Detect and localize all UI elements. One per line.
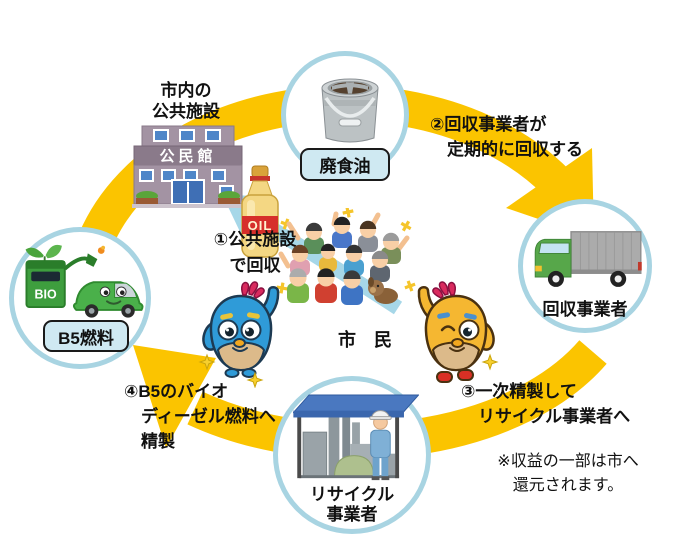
step4-text: ④B5のバイオ ディーゼル燃料へ 精製 bbox=[124, 379, 276, 454]
facility-caption: 市内の 公共施設 bbox=[128, 80, 244, 122]
crowd-people bbox=[287, 216, 401, 305]
step3-line2: リサイクル事業者へ bbox=[478, 407, 631, 426]
step3-line1: ③一次精製して bbox=[461, 382, 577, 401]
truck-icon bbox=[534, 231, 642, 287]
factory-worker-icon bbox=[293, 394, 419, 481]
worker bbox=[369, 410, 392, 481]
oil-bottle-icon: OIL bbox=[241, 165, 279, 258]
step1-line2: で回収 bbox=[229, 256, 281, 275]
collector-label: 回収事業者 bbox=[542, 300, 628, 319]
step2-text: ②回収事業者が 定期的に回収する bbox=[430, 112, 583, 162]
facility-caption-line2: 公共施設 bbox=[152, 102, 220, 121]
recycler-node: リサイクル 事業者 bbox=[273, 376, 431, 534]
note-text: ※収益の一部は市へ 還元されます。 bbox=[468, 450, 668, 498]
mascot-blue-crown bbox=[241, 281, 265, 299]
bio-pump-text: BIO bbox=[35, 287, 57, 301]
cycle-arrow-top-segment bbox=[66, 85, 569, 292]
mascot-yellow-icon bbox=[417, 281, 499, 383]
mascot-yellow-crown bbox=[432, 281, 456, 299]
step4-line1: ④B5のバイオ bbox=[124, 382, 229, 401]
step2-line1: ②回収事業者が bbox=[430, 115, 547, 134]
recycler-label-line2: 事業者 bbox=[326, 505, 378, 524]
waste-oil-node: 廃食油 bbox=[281, 51, 409, 181]
step1-line1: ①公共施設 bbox=[213, 230, 297, 249]
community-center-icon: 公民館 bbox=[132, 125, 244, 208]
facility-caption-line1: 市内の bbox=[160, 81, 212, 100]
dog-icon bbox=[368, 277, 398, 304]
step4-line3: 精製 bbox=[141, 432, 175, 451]
note-line2: 還元されます。 bbox=[512, 477, 624, 494]
fuel-node: BIO B5燃料 bbox=[9, 227, 151, 369]
note-line1: ※収益の一部は市へ bbox=[497, 453, 639, 470]
step2-line2: 定期的に回収する bbox=[447, 140, 583, 159]
step4-line2: ディーゼル燃料へ bbox=[141, 407, 276, 426]
step3-text: ③一次精製して リサイクル事業者へ bbox=[461, 379, 630, 429]
collector-node: 回収事業者 bbox=[518, 199, 652, 333]
sparkles bbox=[276, 208, 416, 294]
cycle-arrowhead-to-fuel bbox=[133, 345, 216, 448]
waste-oil-label: 廃食油 bbox=[300, 148, 390, 181]
oil-bottle-text: OIL bbox=[248, 218, 273, 233]
fuel-label: B5燃料 bbox=[43, 320, 129, 352]
mascot-blue-icon bbox=[198, 281, 280, 388]
step1-text: ①公共施設 で回収 bbox=[190, 227, 320, 279]
bio-pump-car-icon: BIO bbox=[25, 244, 144, 318]
community-center-sign-text: 公民館 bbox=[159, 147, 216, 165]
oil-pail-icon bbox=[321, 78, 379, 143]
citizens-label: 市 民 bbox=[338, 330, 392, 350]
citizens-crowd-icon bbox=[276, 208, 416, 305]
recycler-label-line1: リサイクル bbox=[309, 485, 395, 504]
